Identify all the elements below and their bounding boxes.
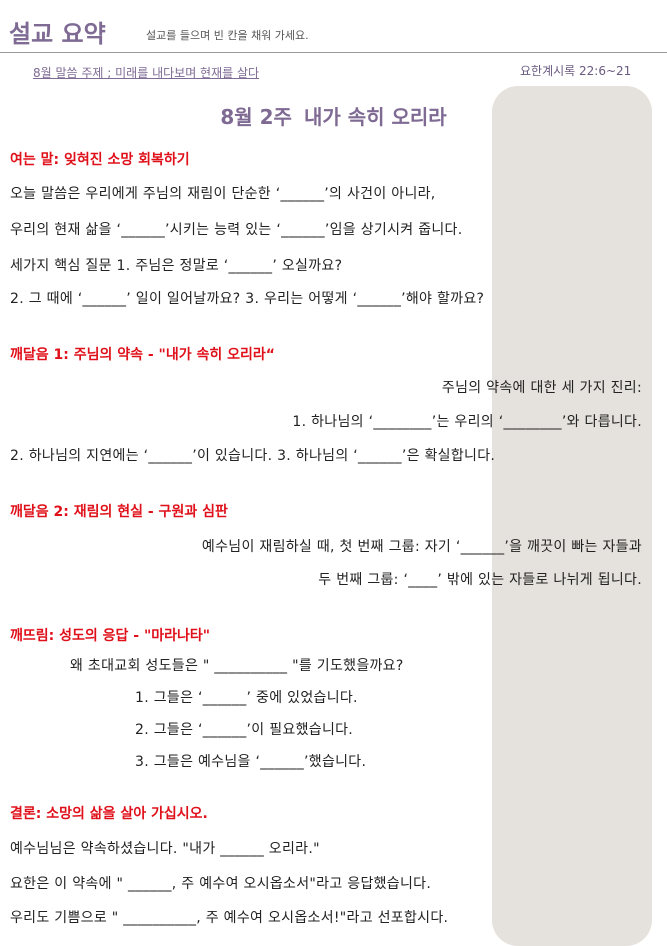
conclusion-line: 요한은 이 약속에 " ______, 주 예수여 오시옵소서"라고 응답했습니… [10, 876, 432, 892]
conclusion-line: 우리도 기쁨으로 " __________, 주 예수여 오시옵소서!"라고 선… [10, 910, 449, 926]
insight2-line: 두 번째 그룹: ‘____’ 밖에 있는 자들로 나뉘게 됩니다. [318, 572, 642, 588]
section-heading-conclusion: 결론: 소망의 삶을 살아 가십시오. [10, 806, 208, 822]
opening-line: 2. 그 때에 ‘______’ 일이 일어날까요? 3. 우리는 어떻게 ‘_… [10, 291, 485, 307]
awakening-line: 2. 그들은 ‘______’이 필요했습니다. [135, 722, 354, 738]
page-title: 설교 요약 [9, 20, 106, 48]
conclusion-line: 예수님님은 약속하셨습니다. "내가 ______ 오리라." [10, 841, 320, 857]
section-heading-opening: 여는 말: 잊혀진 소망 회복하기 [10, 152, 190, 168]
section-heading-insight1: 깨달음 1: 주님의 약속 - "내가 속히 오리라“ [10, 347, 275, 363]
opening-line: 오늘 말씀은 우리에게 주님의 재림이 단순한 ‘______’의 사건이 아니… [10, 186, 436, 202]
section-heading-insight2: 깨달음 2: 재림의 현실 - 구원과 심판 [10, 504, 228, 520]
monthly-theme: 8월 말씀 주제 ; 미래를 내다보며 현재를 살다 [33, 66, 260, 80]
opening-line: 우리의 현재 삶을 ‘______’시키는 능력 있는 ‘______’임을 상… [10, 222, 463, 238]
scripture-reference: 요한계시록 22:6~21 [520, 64, 632, 78]
insight1-line: 주님의 약속에 대한 세 가지 진리: [441, 380, 642, 396]
awakening-line: 1. 그들은 ‘______’ 중에 있었습니다. [135, 690, 358, 706]
awakening-line: 왜 초대교회 성도들은 " __________ "를 기도했을까요? [70, 658, 404, 674]
insight1-line: 2. 하나님의 지연에는 ‘______’이 있습니다. 3. 하나님의 ‘__… [10, 448, 496, 464]
sermon-title-text: 내가 속히 오리라 [303, 105, 447, 129]
sermon-week: 8월 2주 [220, 105, 292, 129]
awakening-line: 3. 그들은 예수님을 ‘______’했습니다. [135, 754, 367, 770]
opening-line: 세가지 핵심 질문 1. 주님은 정말로 ‘______’ 오실까요? [10, 258, 343, 274]
sermon-title: 8월 2주 내가 속히 오리라 [0, 101, 667, 130]
insight2-line: 예수님이 재림하실 때, 첫 번째 그룹: 자기 ‘______’을 깨끗이 빠… [201, 539, 642, 555]
section-heading-awakening: 깨뜨림: 성도의 응답 - "마라나타" [10, 628, 211, 644]
page-subtitle: 설교를 들으며 빈 칸을 채워 가세요. [146, 29, 309, 42]
header-divider [0, 52, 667, 53]
decorative-side-panel [492, 86, 652, 946]
insight1-line: 1. 하나님의 ‘________’는 우리의 ‘________’와 다릅니다… [292, 414, 642, 430]
